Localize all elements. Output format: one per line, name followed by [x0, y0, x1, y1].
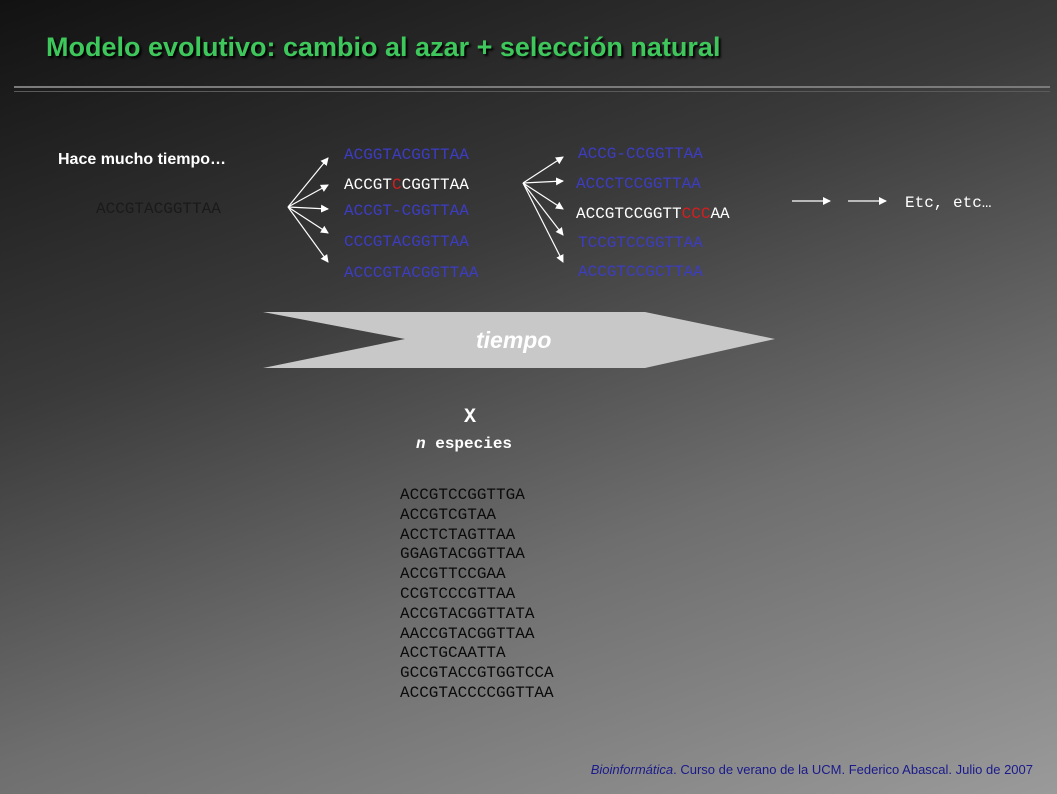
time-arrow-label: tiempo	[476, 327, 552, 353]
title-divider-shadow	[14, 91, 1050, 92]
species-sequence: CCGTCCCGTTAA	[400, 584, 516, 603]
intro-label: Hace mucho tiempo…	[58, 151, 227, 168]
gen2-sequence-2: ACCCTCCGGTTAA	[576, 175, 701, 193]
gen2-sequence-5: ACCGTCCGCTTAA	[578, 263, 703, 281]
species-sequence: GGAGTACGGTTAA	[400, 545, 525, 564]
species-sequence: GCCGTACCGTGGTCCA	[400, 664, 554, 683]
time-arrow-shape	[263, 312, 775, 368]
gen1-sequence-3: ACCGT-CGGTTAA	[344, 202, 469, 220]
slide-footer: Bioinformática. Curso de verano de la UC…	[590, 762, 1033, 777]
mutation-highlight: C	[392, 176, 402, 194]
species-sequence: ACCTCTAGTTAA	[400, 525, 516, 544]
species-sequence: AACCGTACGGTTAA	[400, 624, 535, 643]
mutation-highlight: CCC	[681, 205, 711, 223]
species-sequence: ACCGTCGTAA	[400, 505, 497, 524]
gen2-sequence-4: TCCGTCCGGTTAA	[578, 234, 703, 252]
species-sequence: ACCGTTCCGAA	[400, 565, 506, 584]
multiplier-symbol: X	[464, 406, 477, 429]
species-sequence: ACCTGCAATTA	[400, 644, 506, 663]
title-divider	[14, 86, 1050, 88]
root-sequence: ACCGTACGGTTAA	[96, 200, 221, 218]
gen1-sequence-5: ACCCGTACGGTTAA	[344, 264, 479, 282]
species-count-label: n especies	[416, 435, 513, 453]
gen1-sequence-4: CCCGTACGGTTAA	[344, 233, 469, 251]
gen1-sequence-1: ACGGTACGGTTAA	[344, 146, 469, 164]
species-sequence: ACCGTCCGGTTGA	[400, 486, 525, 504]
species-sequence: ACCGTACCCCGGTTAA	[400, 683, 554, 702]
slide-title: Modelo evolutivo: cambio al azar + selec…	[46, 32, 721, 62]
gen1-sequence-2: ACCGTCCGGTTAA	[344, 176, 469, 194]
gen2-sequence-3: ACCGTCCGGTTCCCAA	[576, 205, 730, 223]
etc-label: Etc, etc…	[905, 194, 992, 212]
gen2-sequence-1: ACCG-CCGGTTAA	[578, 145, 703, 163]
species-sequence: ACCGTACGGTTATA	[400, 604, 535, 623]
